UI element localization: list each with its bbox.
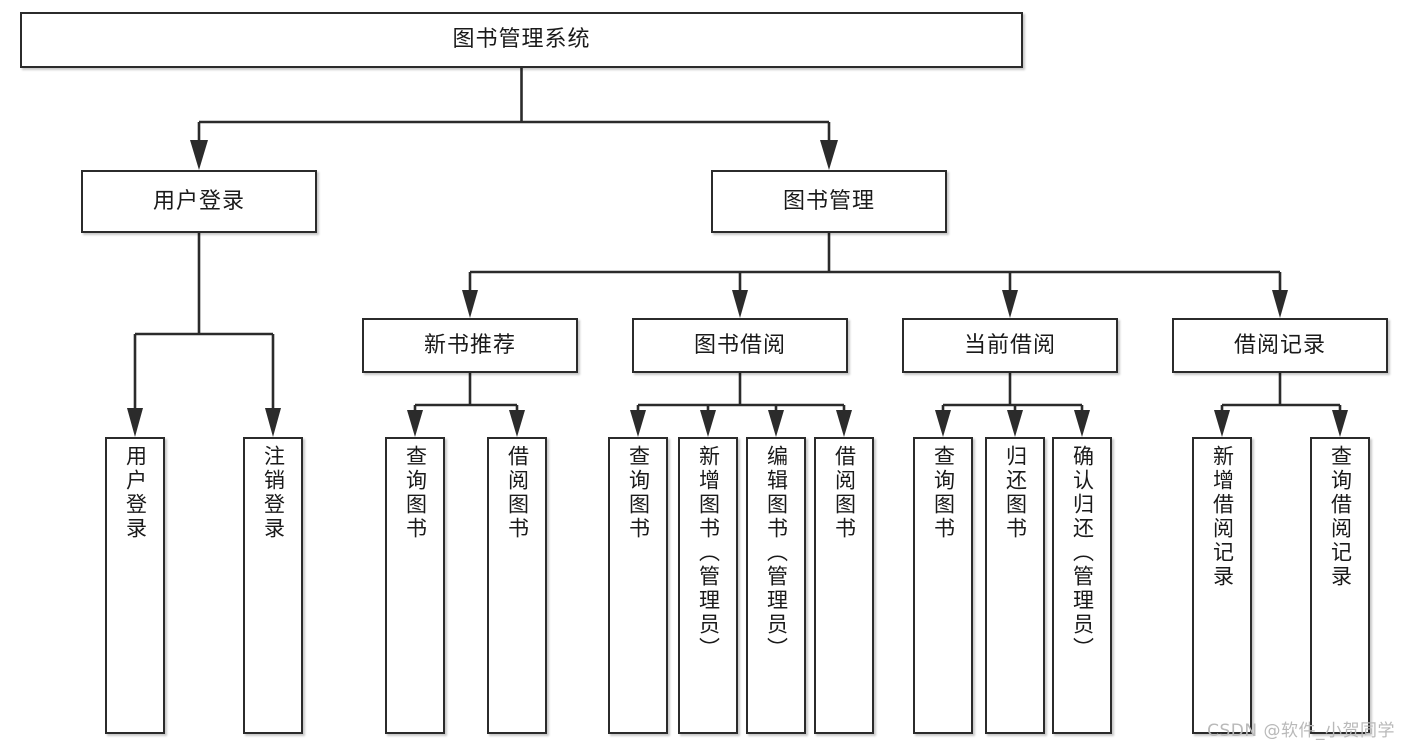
node-leaf-add-borrow-record[interactable]: 新增借阅记录 [1192,437,1252,734]
node-label: 归还图书 [1003,445,1028,541]
node-leaf-query-book-borrow[interactable]: 查询图书 [608,437,668,734]
node-label: 图书管理 [782,188,875,214]
node-new-book-recommendation[interactable]: 新书推荐 [362,318,578,373]
node-label: 确认归还（管理员） [1070,445,1095,661]
node-leaf-query-book-current[interactable]: 查询图书 [913,437,973,734]
node-label: 用户登录 [152,188,245,214]
node-label: 查询图书 [403,445,428,541]
node-label: 编辑图书（管理员） [764,445,789,661]
node-label: 借阅图书 [505,445,530,541]
node-user-login[interactable]: 用户登录 [81,170,317,233]
node-leaf-edit-book-admin[interactable]: 编辑图书（管理员） [746,437,806,734]
node-leaf-add-book-admin[interactable]: 新增图书（管理员） [678,437,738,734]
connector-user-login-children [127,233,281,437]
node-leaf-user-login[interactable]: 用户登录 [105,437,165,734]
node-label: 注销登录 [261,445,286,541]
node-label: 借阅图书 [832,445,857,541]
node-label: 查询借阅记录 [1328,445,1353,589]
node-leaf-query-borrow-record[interactable]: 查询借阅记录 [1310,437,1370,734]
node-label: 图书借阅 [693,332,786,358]
node-leaf-user-logout[interactable]: 注销登录 [243,437,303,734]
node-borrowing-records[interactable]: 借阅记录 [1172,318,1388,373]
node-leaf-query-book-recommend[interactable]: 查询图书 [385,437,445,734]
node-leaf-return-book[interactable]: 归还图书 [985,437,1045,734]
node-label: 新书推荐 [423,332,516,358]
node-label: 新增借阅记录 [1210,445,1235,589]
node-label: 借阅记录 [1233,332,1326,358]
connector-new-book-rec-children [407,373,525,437]
node-current-borrowing[interactable]: 当前借阅 [902,318,1118,373]
node-book-borrowing[interactable]: 图书借阅 [632,318,848,373]
node-book-management[interactable]: 图书管理 [711,170,947,233]
node-root-system[interactable]: 图书管理系统 [20,12,1023,68]
csdn-watermark: CSDN @软件_小贺同学 [1207,721,1395,741]
connector-book-borrow-children [630,373,852,437]
connector-book-manage-children [462,233,1288,318]
node-label: 查询图书 [931,445,956,541]
node-label: 查询图书 [626,445,651,541]
connector-current-borrow-children [935,373,1090,437]
node-label: 用户登录 [123,445,148,541]
connector-root-trunk [190,68,838,170]
node-leaf-confirm-return-admin[interactable]: 确认归还（管理员） [1052,437,1112,734]
connector-borrow-record-children [1214,373,1348,437]
node-label: 图书管理系统 [452,27,591,53]
node-leaf-borrow-book[interactable]: 借阅图书 [814,437,874,734]
node-label: 当前借阅 [963,332,1056,358]
node-leaf-borrow-book-recommend[interactable]: 借阅图书 [487,437,547,734]
node-label: 新增图书（管理员） [696,445,721,661]
